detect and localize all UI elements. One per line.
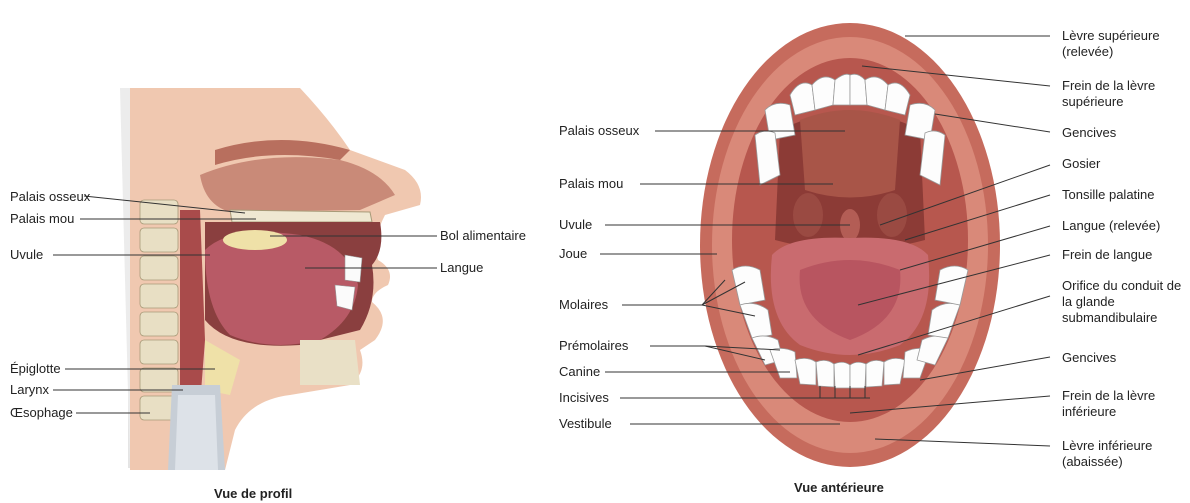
- label-orifice-conduit: Orifice du conduit de la glande submandi…: [1062, 278, 1182, 326]
- label-epiglotte: Épiglotte: [10, 361, 61, 377]
- label-bol-alimentaire: Bol alimentaire: [440, 228, 526, 244]
- label-canine: Canine: [559, 364, 600, 380]
- label-langue-profile: Langue: [440, 260, 483, 276]
- label-frein-levre-inferieure: Frein de la lèvre inférieure: [1062, 388, 1182, 420]
- label-frein-levre-superieure: Frein de la lèvre supérieure: [1062, 78, 1182, 110]
- label-gencives-lower: Gencives: [1062, 350, 1116, 366]
- label-uvule-profile: Uvule: [10, 247, 43, 263]
- label-molaires: Molaires: [559, 297, 608, 313]
- label-joue: Joue: [559, 246, 587, 262]
- label-incisives: Incisives: [559, 390, 609, 406]
- caption-profile: Vue de profil: [214, 486, 292, 501]
- label-gosier: Gosier: [1062, 156, 1100, 172]
- anterior-illustration: [700, 23, 1000, 467]
- label-palais-osseux-anterior: Palais osseux: [559, 123, 639, 139]
- label-uvule-anterior: Uvule: [559, 217, 592, 233]
- label-levre-inferieure: Lèvre inférieure (abaissée): [1062, 438, 1182, 470]
- profile-illustration: [120, 88, 421, 470]
- label-levre-superieure: Lèvre supérieure (relevée): [1062, 28, 1182, 60]
- label-gencives-upper: Gencives: [1062, 125, 1116, 141]
- label-premolaires: Prémolaires: [559, 338, 628, 354]
- label-palais-mou-profile: Palais mou: [10, 211, 74, 227]
- caption-anterior: Vue antérieure: [794, 480, 884, 495]
- label-larynx: Larynx: [10, 382, 49, 398]
- label-oesophage: Œsophage: [10, 405, 73, 421]
- label-vestibule: Vestibule: [559, 416, 612, 432]
- label-palais-mou-anterior: Palais mou: [559, 176, 623, 192]
- label-palais-osseux-profile: Palais osseux: [10, 189, 90, 205]
- label-frein-de-langue: Frein de langue: [1062, 247, 1152, 263]
- label-tonsille-palatine: Tonsille palatine: [1062, 187, 1155, 203]
- label-langue-relevee: Langue (relevée): [1062, 218, 1160, 234]
